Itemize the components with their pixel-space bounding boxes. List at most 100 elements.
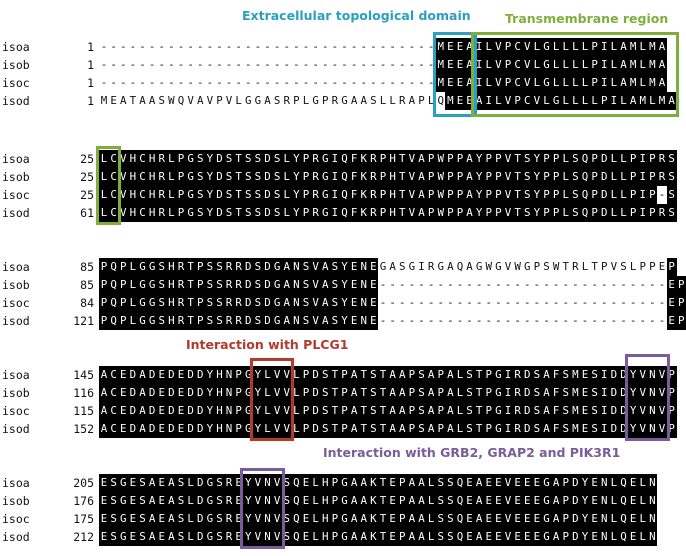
residue-cell: D: [214, 204, 225, 222]
residue-cell: S: [397, 258, 408, 276]
residue-cell: -: [320, 38, 331, 56]
residue-cell: E: [175, 420, 186, 438]
residue-cell: P: [637, 258, 648, 276]
residue-cell: A: [541, 402, 552, 420]
residue-cell: N: [224, 420, 235, 438]
residue-cell: P: [426, 150, 437, 168]
residue-cell: V: [531, 92, 542, 110]
residue-cell: G: [406, 258, 417, 276]
residue-cell: Y: [252, 384, 263, 402]
residue-cell: -: [426, 294, 437, 312]
residue-cell: D: [262, 258, 273, 276]
residue-cell: H: [147, 186, 158, 204]
residue-cell: -: [608, 276, 619, 294]
residue-cell: C: [108, 168, 119, 186]
residue-cell: E: [301, 474, 312, 492]
residue-cell: E: [628, 474, 639, 492]
residue-cell: P: [676, 312, 686, 330]
isoform-name: isod: [2, 206, 30, 220]
residue-cell: V: [272, 528, 283, 546]
residue-cell: A: [464, 258, 475, 276]
residue-cell: S: [272, 150, 283, 168]
residue-cell: P: [175, 168, 186, 186]
residue-cell: S: [281, 528, 292, 546]
residue-cell: G: [272, 294, 283, 312]
residue-cell: P: [233, 420, 244, 438]
residue-cell: -: [281, 74, 292, 92]
residue-cell: G: [185, 186, 196, 204]
residue-cell: L: [377, 92, 388, 110]
residue-cell: F: [349, 186, 360, 204]
residue-cell: Y: [531, 168, 542, 186]
residue-cell: V: [503, 492, 514, 510]
residue-cell: P: [435, 384, 446, 402]
residue-cell: V: [406, 150, 417, 168]
residue-cell: G: [320, 204, 331, 222]
residue-cell: S: [156, 294, 167, 312]
residue-cell: V: [118, 150, 129, 168]
residue-cell: E: [156, 528, 167, 546]
residue-cell: G: [137, 312, 148, 330]
residue-cell: S: [224, 150, 235, 168]
residue-cell: M: [570, 366, 581, 384]
residue-cell: V: [118, 186, 129, 204]
residue-cell: E: [531, 474, 542, 492]
residue-cell: R: [156, 186, 167, 204]
residue-cell: R: [310, 168, 321, 186]
residue-cell: L: [233, 92, 244, 110]
residue-cell: L: [262, 384, 273, 402]
residue-cell: P: [195, 276, 206, 294]
residue-cell: L: [608, 56, 619, 74]
residue-cell: P: [589, 38, 600, 56]
residue-cell: G: [377, 258, 388, 276]
residue-cell: T: [233, 186, 244, 204]
residue-cell: S: [435, 510, 446, 528]
residue-cell: Q: [618, 510, 629, 528]
residue-cell: V: [272, 366, 283, 384]
residue-start-number: 25: [80, 188, 94, 202]
residue-cell: N: [224, 402, 235, 420]
residue-cell: D: [522, 384, 533, 402]
residue-cell: -: [204, 74, 215, 92]
residue-cell: P: [647, 168, 658, 186]
residue-cell: S: [666, 186, 677, 204]
residue-cell: T: [185, 312, 196, 330]
residue-cell: -: [127, 74, 138, 92]
residue-cell: -: [175, 74, 186, 92]
residue-cell: E: [589, 510, 600, 528]
residue-cell: R: [175, 294, 186, 312]
residue-cell: E: [127, 528, 138, 546]
residue-cell: C: [137, 168, 148, 186]
residue-cell: E: [387, 474, 398, 492]
residue-cell: G: [272, 258, 283, 276]
residue-cell: P: [551, 186, 562, 204]
residue-cell: -: [656, 186, 667, 204]
residue-cell: A: [397, 420, 408, 438]
residue-cell: E: [99, 474, 110, 492]
residue-cell: L: [637, 56, 648, 74]
residue-cell: R: [224, 510, 235, 528]
residue-cell: M: [628, 74, 639, 92]
residue-cell: -: [166, 56, 177, 74]
isoform-name: isob: [2, 278, 30, 292]
residue-cell: D: [147, 384, 158, 402]
residue-cell: E: [666, 312, 677, 330]
residue-cell: -: [608, 312, 619, 330]
residue-cell: D: [195, 492, 206, 510]
residue-cell: G: [339, 474, 350, 492]
residue-cell: E: [666, 294, 677, 312]
residue-cell: V: [637, 384, 648, 402]
residue-cell: E: [387, 492, 398, 510]
residue-cell: -: [108, 56, 119, 74]
residue-cell: P: [195, 294, 206, 312]
residue-cell: L: [291, 402, 302, 420]
residue-cell: A: [320, 276, 331, 294]
